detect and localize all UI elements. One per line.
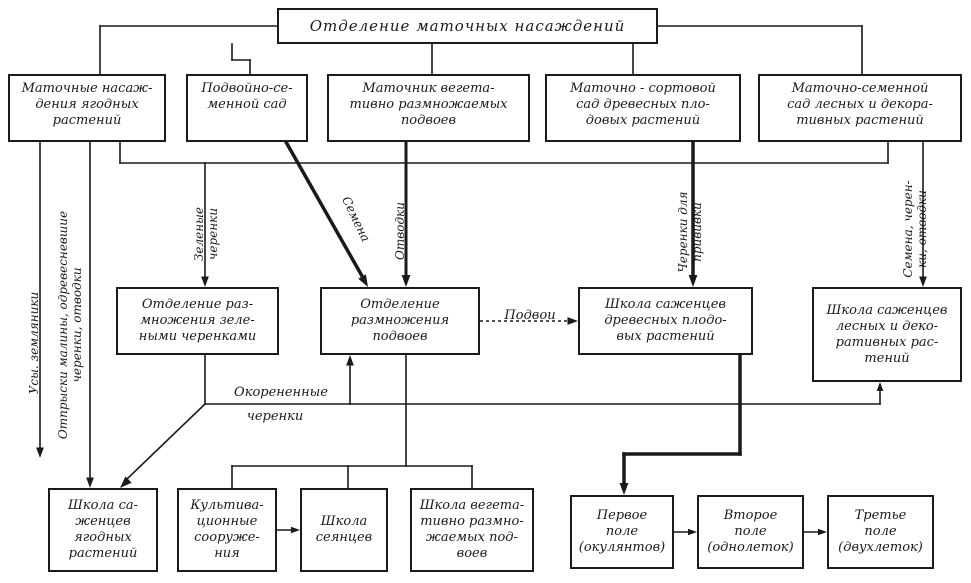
- label-lignified-cuttings-1: Окорененные: [234, 385, 328, 400]
- fields-drop-head: [619, 483, 629, 495]
- box-cultivation-facilities: Культива- ционные сооруже- ния: [177, 488, 277, 572]
- box-seedling-school: Школа сеянцев: [300, 488, 388, 572]
- box-variety-orchard: Маточно - сортовой сад древесных пло- до…: [545, 74, 741, 142]
- arrow-forest-head: [919, 276, 927, 287]
- box-third-field: Третье поле (двухлеток): [827, 495, 934, 569]
- box-second-field: Второе поле (однолеток): [697, 495, 804, 569]
- box-berry-mother: Маточные насаж- дения ягодных растений: [8, 74, 166, 142]
- field1-to-2-head: [688, 528, 697, 536]
- cult-to-seedling-head: [291, 526, 300, 534]
- box-first-field: Первое поле (окулянтов): [570, 495, 674, 569]
- label-rootstocks: Подвои: [504, 308, 556, 323]
- box-root: Отделение маточных насаждений: [277, 8, 658, 44]
- arrow-graft-cuttings-head: [688, 275, 698, 287]
- label-strawberry-runners: Усы. земляники: [27, 291, 41, 395]
- box-forest-seed-orchard: Маточно-семенной сад лесных и декора- ти…: [758, 74, 962, 142]
- box-seed-orchard: Подвойно-се- менной сад: [186, 74, 308, 142]
- lignified-diag-head: [120, 476, 132, 488]
- field2-to-3-head: [818, 528, 827, 536]
- label-graft-cuttings: Черенки для прививки: [676, 191, 704, 273]
- label-raspberry-suckers: Отпрыски малины, одревесневшие черенки, …: [56, 210, 84, 440]
- arrow-rootstocks-head: [567, 317, 578, 325]
- lignified-diag: [124, 402, 207, 482]
- box-berry-nursery: Школа са- женцев ягодных растений: [48, 488, 158, 572]
- box-rootstock-dept: Отделение размножения подвоев: [320, 287, 480, 355]
- lignified-up-forest-head: [876, 382, 884, 391]
- box-veg-mother: Маточник вегета- тивно размножаемых подв…: [327, 74, 530, 142]
- arrow-seeds-line: [283, 139, 365, 279]
- box-green-cuttings-dept: Отделение раз- множения зеле- ными черен…: [116, 287, 279, 355]
- arrow-layers-head: [401, 275, 411, 287]
- box-veg-rootstock-school: Школа вегета- тивно размно- жаемых под- …: [410, 488, 534, 572]
- arrow-raspberry-head: [86, 477, 94, 488]
- label-lignified-cuttings-2: черенки: [246, 409, 304, 424]
- arrow-green-cuttings-head: [201, 276, 209, 287]
- label-green-cuttings: Зеленые черенки: [192, 206, 220, 262]
- arrow-strawberry-head: [36, 447, 44, 458]
- lignified-up-rootstock-head: [346, 355, 354, 366]
- arrow-seeds-head: [358, 274, 368, 287]
- label-seeds-cuttings-layers: Семена, черен- ки, отводки: [901, 180, 929, 278]
- label-layers: Отводки: [393, 202, 407, 260]
- box-fruit-nursery: Школа саженцев древесных плодо- вых раст…: [578, 287, 753, 355]
- box-forest-nursery: Школа саженцев лесных и деко- ративных р…: [812, 287, 962, 382]
